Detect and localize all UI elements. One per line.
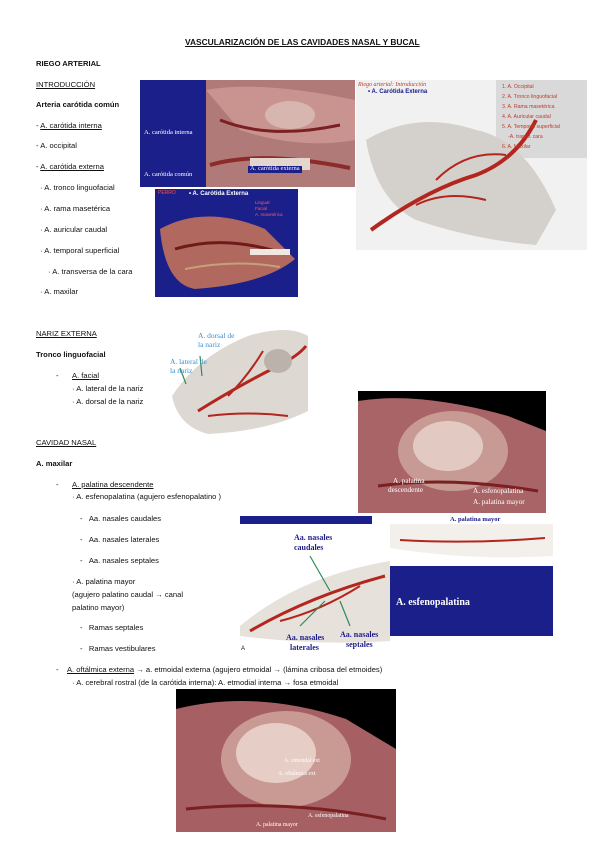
nasal-item: - Aa. nasales caudales	[80, 514, 162, 523]
heading-cavidad-nasal: CAVIDAD NASAL	[36, 438, 97, 447]
intro-item: · A. temporal superficial	[40, 246, 120, 255]
carotid-dissection-image: A. carótida interna A. carótida común A.…	[140, 80, 355, 187]
legend-item: 1. A. Occipital	[502, 84, 534, 90]
intro-item: - A. carótida interna	[36, 121, 102, 130]
intro-item: · A. maxilar	[40, 287, 78, 296]
figure-label: la nariz	[198, 340, 221, 349]
dog-head-dissection-image: PERRO • A. Carótida Externa Lingual Faci…	[155, 189, 298, 297]
figure-label: A. palatina mayor	[473, 498, 525, 506]
figure-label: Aa. nasales	[286, 633, 325, 642]
figure-label: caudales	[294, 543, 324, 552]
page-title: VASCULARIZACIÓN DE LAS CAVIDADES NASAL Y…	[185, 37, 420, 47]
section-riego-arterial: RIEGO ARTERIAL	[36, 59, 101, 68]
figure-label: A. palatina mayor	[450, 516, 501, 523]
horse-head-illustration: Riego arterial: Introducción • A. Caróti…	[356, 80, 587, 250]
legend-item: 6. A. Maxilar	[502, 144, 531, 150]
palatina-descendente-item: A. palatina descendente	[72, 480, 154, 489]
legend-item: 5. A. Temporal superficial	[502, 124, 560, 130]
ramas-item: - Ramas septales	[80, 623, 144, 632]
oftalmica-item: - A. oftálmica externa → a. etmoidal ext…	[56, 665, 383, 674]
palatina-mayor-item: (agujero palatino caudal → canal	[72, 590, 184, 599]
legend-item: 2. A. Tronco linguofacial	[502, 94, 558, 100]
figure-label: la nariz	[170, 366, 193, 375]
heading-nariz-externa: NARIZ EXTERNA	[36, 329, 97, 338]
figure-title: Riego arterial: Introducción	[358, 82, 427, 88]
nasal-item: - Aa. nasales septales	[80, 556, 159, 565]
facial-item: A. facial	[72, 371, 100, 380]
cerebral-rostral-item: · A. cerebral rostral (de la carótida in…	[72, 678, 339, 687]
intro-item: - A. carótida externa	[36, 162, 104, 171]
figure-label: septales	[346, 640, 373, 649]
figure-label: A. palatina	[393, 477, 425, 485]
nose-artery-illustration: A. dorsal de la nariz A. lateral de la n…	[168, 316, 311, 438]
nasal-item: - Aa. nasales laterales	[80, 535, 160, 544]
legend-item: Lingual	[255, 200, 270, 205]
nariz-item: · A. dorsal de la nariz	[72, 397, 144, 406]
intro-item: · A. rama masetérica	[40, 204, 111, 213]
legend-item: 4. A. Auricular caudal	[502, 114, 551, 120]
figure-label: A. carótida común	[144, 171, 193, 178]
figure-label: A. palatina mayor	[256, 822, 298, 828]
list-dash: -	[56, 371, 59, 380]
figure-tag: PERRO	[158, 190, 176, 196]
palatina-mayor-item: palatino mayor)	[72, 603, 125, 612]
figure-label: A. oftálmica ext	[278, 771, 316, 777]
legend-item: Facial	[255, 206, 268, 211]
legend-item: A. masetérica	[255, 212, 283, 217]
ethmoid-dissection-image: A. etmoidal ext A. oftálmica ext A. esfe…	[176, 689, 396, 832]
list-dash: -	[56, 480, 59, 489]
legend-item: -A. transv. cara	[508, 134, 543, 140]
figure-label: A. esfenopalatina	[396, 597, 470, 608]
figure-label: Aa. nasales	[340, 630, 379, 639]
ramas-item: - Ramas vestibulares	[80, 644, 156, 653]
esfenopalatina-item: · A. esfenopalatina (agujero esfenopalat…	[72, 492, 222, 501]
subheading-carotida-comun: Arteria carótida común	[36, 100, 120, 109]
figure-label: A. esfenopalatina	[473, 487, 524, 495]
figure-label: descendente	[388, 486, 424, 494]
heading-introduccion: INTRODUCCIÓN	[36, 80, 96, 89]
nasal-cavity-illustration: A. palatina mayor Aa. nasales caudales A…	[240, 516, 553, 658]
figure-label: A. carótida interna	[144, 129, 193, 136]
figure-title: • A. Carótida Externa	[189, 191, 249, 197]
figure-label: laterales	[290, 643, 319, 652]
palatina-mayor-item: · A. palatina mayor	[72, 577, 136, 586]
legend-item: 3. A. Rama masetérica	[502, 104, 555, 110]
intro-item: · A. tronco linguofacial	[40, 183, 115, 192]
intro-item-label: A. carótida interna	[40, 121, 102, 130]
figure-label: A. etmoidal ext	[284, 758, 320, 764]
figure-label: A. esfenopalatina	[308, 813, 349, 819]
figure-label: A. dorsal de	[198, 331, 235, 340]
intro-item-label: A. carótida externa	[40, 162, 104, 171]
intro-item: - A. occipital	[36, 141, 77, 150]
figure-label: Aa. nasales	[294, 533, 333, 542]
intro-item: · A. transversa de la cara	[48, 267, 133, 276]
intro-item: · A. auricular caudal	[40, 225, 108, 234]
subheading-tronco-linguofacial: Tronco linguofacial	[36, 350, 106, 359]
figure-mark: A	[241, 646, 246, 652]
figure-label: A. lateral de	[170, 357, 207, 366]
figure-label: A. carótida externa	[248, 165, 302, 173]
subheading-maxilar: A. maxilar	[36, 459, 73, 468]
palatine-dissection-image: A. palatina descendente A. esfenopalatin…	[358, 391, 546, 513]
nariz-item: · A. lateral de la nariz	[72, 384, 144, 393]
figure-subtitle: • A. Carótida Externa	[368, 89, 428, 95]
